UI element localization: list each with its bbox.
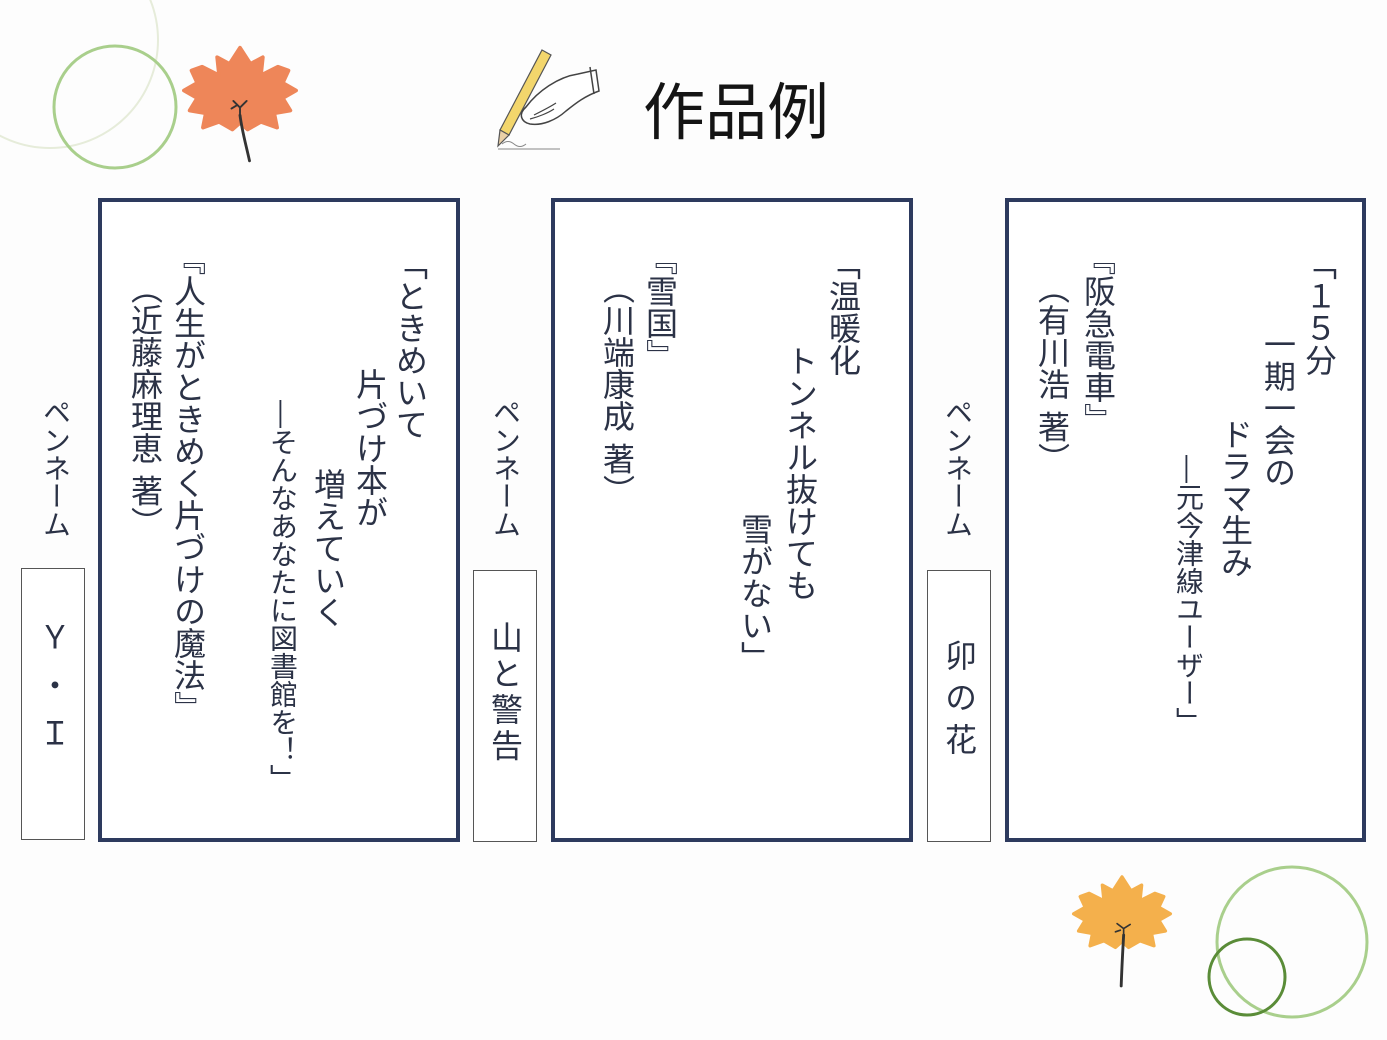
pen-name-box: 卯の花 xyxy=(927,570,991,842)
green-circle-decoration xyxy=(52,44,178,170)
book-author: （有川浩 著） xyxy=(1033,272,1071,475)
work-card: 「ときめいて 片づけ本が 増えていく ―そんなあなたに図書館を！」 『人生がとき… xyxy=(98,198,460,842)
work-line: 「ときめいて xyxy=(391,248,429,440)
pen-name-box: Ｙ・Ｉ xyxy=(21,568,85,840)
work-subline: ―元今津線ユーザー」 xyxy=(1172,455,1205,735)
work-card: 「１５分 一期一会の ドラマ生み ―元今津線ユーザー」 『阪急電車』 （有川浩 … xyxy=(1005,198,1366,842)
work-card: 「温暖化 トンネル抜けても 雪がない」 『雪国』 （川端康成 著） xyxy=(551,198,913,842)
pen-name-label: ペンネーム xyxy=(39,398,72,538)
pen-name-label: ペンネーム xyxy=(941,398,974,538)
work-line: ドラマ生み xyxy=(1216,418,1254,578)
book-title: 『雪国』 xyxy=(641,243,679,371)
pen-name: Ｙ・Ｉ xyxy=(34,621,72,765)
pen-hand-icon xyxy=(497,49,600,150)
book-author: （川端康成 著） xyxy=(598,272,636,507)
dark-green-circle-decoration xyxy=(1207,937,1287,1017)
book-title: 『人生がときめく片づけの魔法』 xyxy=(169,243,207,723)
pen-name: 山と警告 xyxy=(486,621,524,765)
page-title: 作品例 xyxy=(643,76,830,149)
work-line: 一期一会の xyxy=(1259,328,1297,488)
work-line: 増えていく xyxy=(309,468,347,628)
green-circle-decoration xyxy=(1215,865,1369,1019)
pen-name-box: 山と警告 xyxy=(473,570,537,842)
work-subline: ―そんなあなたに図書館を！」 xyxy=(266,400,299,792)
book-title: 『阪急電車』 xyxy=(1079,243,1117,435)
maple-leaf-icon xyxy=(182,45,298,163)
work-line: 雪がない」 xyxy=(736,513,774,673)
work-line: トンネル抜けても xyxy=(781,345,819,601)
work-line: 片づけ本が xyxy=(351,368,389,528)
work-line: 「温暖化 xyxy=(824,248,862,376)
maple-leaf-icon xyxy=(1071,875,1173,988)
work-line: 「１５分 xyxy=(1300,248,1338,376)
book-author: （近藤麻理恵 著） xyxy=(126,272,164,539)
pen-name: 卯の花 xyxy=(940,639,978,765)
faint-circle-decoration xyxy=(0,0,159,149)
pen-name-label: ペンネーム xyxy=(489,398,522,538)
